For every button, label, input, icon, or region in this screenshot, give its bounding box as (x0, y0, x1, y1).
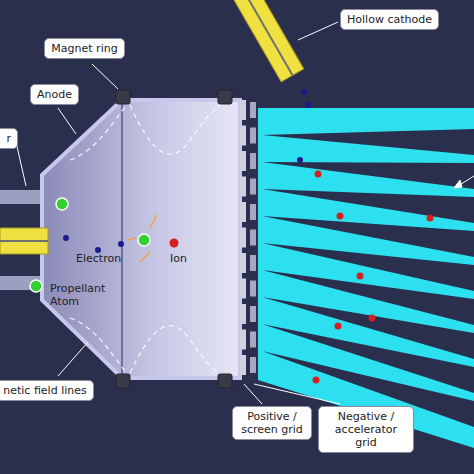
collision-arrows (128, 215, 157, 262)
propellant-atoms (30, 198, 150, 292)
ion-beam (258, 108, 474, 448)
accel-grid-bar (250, 153, 256, 169)
accel-grid-bar (250, 255, 256, 271)
label-box: netic field lines (0, 380, 94, 401)
label-box: r (0, 128, 18, 149)
accel-grid-bar (250, 357, 256, 373)
label-text: Hollow cathode (347, 13, 432, 26)
screen-grid-bar (240, 151, 246, 171)
feed-tube (0, 190, 44, 204)
accel-grid-bar (250, 102, 256, 118)
screen-grid-bar (240, 202, 246, 222)
chamber-seam (121, 100, 123, 378)
hollow-cathode (226, 0, 304, 82)
label-text: r (3, 132, 11, 145)
accel-grid-bar (250, 281, 256, 297)
accel-grid-bar (250, 306, 256, 322)
label-text: Negative / accelerator grid (325, 410, 407, 449)
beam-gap (262, 243, 474, 291)
beam-gap (262, 189, 474, 223)
label-box: Positive / screen grid (232, 406, 312, 440)
ions (170, 171, 434, 384)
label-box: Anode (30, 84, 79, 105)
label-text: Magnet ring (51, 42, 118, 55)
propellant-injector (0, 228, 48, 254)
beam-gap (262, 216, 474, 257)
label-box: Negative / accelerator grid (318, 406, 414, 453)
label-text: netic field lines (3, 384, 87, 397)
label-text: Anode (37, 88, 72, 101)
leader-lines (16, 22, 474, 404)
accel-grid-bar (250, 230, 256, 246)
screen-grid-bar (240, 228, 246, 248)
screen-grid-bar (240, 330, 246, 350)
screen-grid-bar (240, 100, 246, 120)
screen-grid-bar (240, 304, 246, 324)
particle-label: Ion (170, 252, 187, 265)
screen-grid-bar (240, 126, 246, 146)
accel-grid-bar (250, 179, 256, 195)
label-box: Magnet ring (44, 38, 125, 59)
beam-gap (262, 162, 474, 189)
particle-label: Electron (76, 252, 121, 265)
particle-label: Propellant Atom (50, 282, 110, 308)
screen-grid-bar (240, 279, 246, 299)
discharge-chamber (42, 100, 240, 378)
magnet-rings (116, 90, 232, 388)
beam-gap (262, 129, 474, 155)
electrons (63, 89, 311, 253)
accel-grid-bar (250, 332, 256, 348)
screen-grid-bar (240, 355, 246, 375)
accel-grid-bar (250, 204, 256, 220)
magnetic-field-lines (70, 104, 222, 374)
label-box: Hollow cathode (340, 9, 439, 30)
screen-grid-bar (240, 253, 246, 273)
screen-grid-bar (240, 177, 246, 197)
label-text: Positive / screen grid (239, 410, 305, 436)
accel-grid-bar (250, 128, 256, 144)
